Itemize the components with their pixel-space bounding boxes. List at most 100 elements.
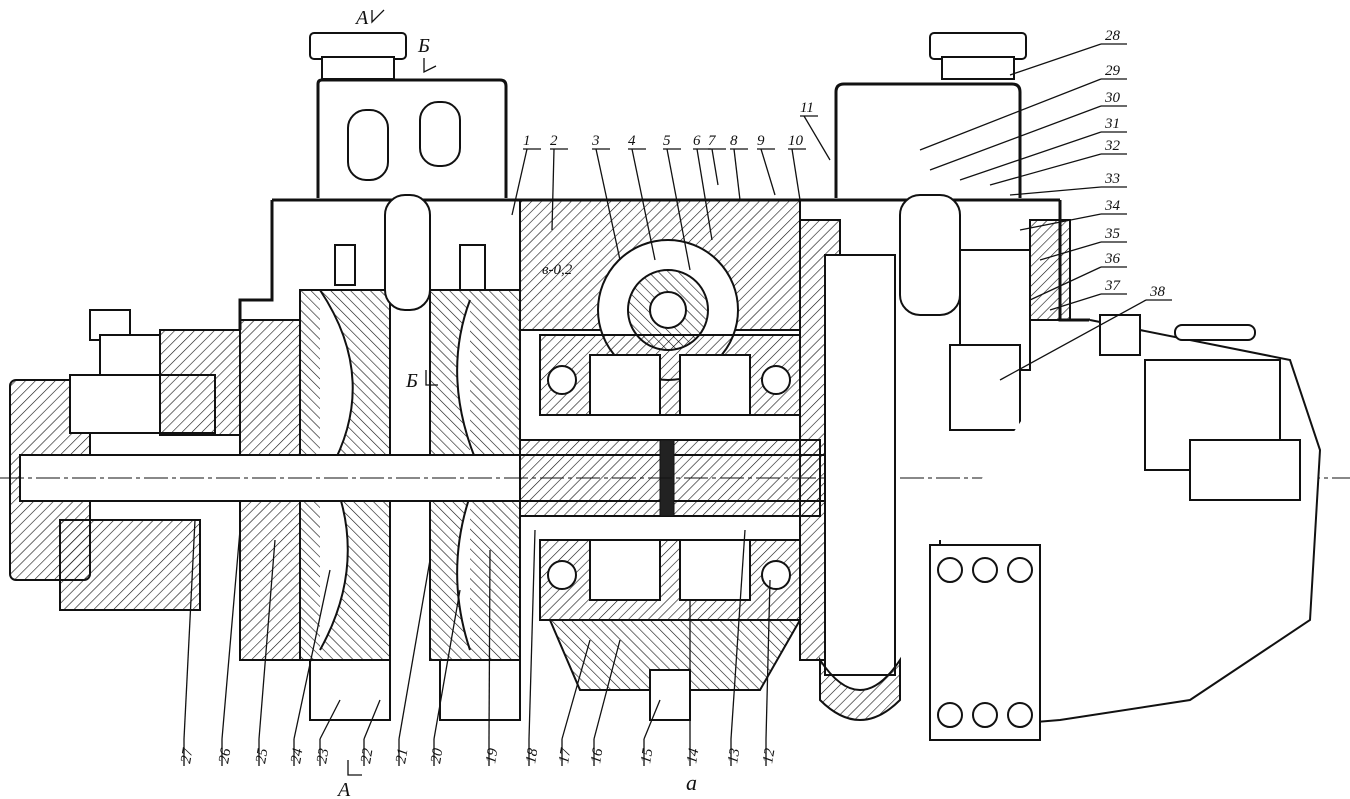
svg-text:Б: Б	[405, 370, 418, 392]
callout-19: 19	[483, 549, 502, 766]
main-shaft	[0, 439, 1350, 517]
callout-label-15: 15	[638, 747, 656, 765]
callout-label-22: 22	[358, 747, 376, 765]
callout-label-34: 34	[1104, 198, 1121, 214]
callout-leader-24	[293, 569, 331, 740]
callout-13: 13	[725, 529, 746, 766]
callout-label-30: 30	[1104, 90, 1121, 106]
callout-label-27: 27	[178, 746, 197, 765]
callout-label-21: 21	[393, 747, 411, 765]
callout-26: 26	[216, 529, 241, 766]
callout-leader-9	[760, 148, 776, 196]
callout-21: 21	[393, 559, 431, 766]
callout-4: 4	[628, 133, 656, 261]
section-mark-bottom-a: А	[336, 760, 362, 799]
callout-23: 23	[314, 699, 341, 766]
callout-leader-15	[643, 699, 661, 740]
callout-33: 33	[1009, 171, 1127, 196]
right-top-cover	[834, 32, 1027, 198]
output-housing	[929, 314, 1322, 741]
callout-7: 7	[708, 133, 726, 186]
svg-text:А: А	[354, 7, 369, 29]
callout-label-13: 13	[725, 747, 743, 765]
callout-label-1: 1	[523, 133, 531, 149]
callout-label-2: 2	[550, 133, 558, 149]
callout-15: 15	[638, 699, 661, 766]
callout-leader-28	[1009, 43, 1102, 76]
callout-leader-11	[803, 115, 831, 161]
callout-leader-26	[221, 529, 241, 740]
callout-label-31: 31	[1104, 116, 1120, 132]
callout-label-3: 3	[591, 133, 600, 149]
right-shift-assembly	[799, 194, 1071, 721]
callout-30: 30	[929, 90, 1127, 171]
callout-10: 10	[788, 133, 806, 201]
callout-leader-34	[1019, 213, 1102, 231]
callout-label-25: 25	[253, 747, 271, 765]
callout-24: 24	[288, 569, 331, 766]
callout-12: 12	[760, 579, 779, 766]
callout-5: 5	[663, 133, 691, 271]
callout-leader-29	[919, 78, 1102, 151]
callout-16: 16	[588, 639, 621, 766]
callout-label-37: 37	[1104, 278, 1122, 294]
callout-label-14: 14	[684, 747, 702, 765]
callout-label-4: 4	[628, 133, 636, 149]
callout-label-23: 23	[314, 747, 332, 765]
callout-leader-25	[258, 539, 276, 740]
callout-leader-5	[666, 148, 691, 271]
callout-label-11: 11	[800, 100, 814, 116]
callout-27: 27	[178, 519, 197, 766]
callout-31: 31	[959, 116, 1127, 181]
callout-leader-33	[1009, 186, 1102, 196]
callout-18: 18	[523, 529, 542, 766]
callout-leader-30	[929, 105, 1102, 171]
callout-label-19: 19	[483, 747, 501, 765]
callout-label-10: 10	[788, 133, 804, 149]
callout-label-35: 35	[1104, 226, 1121, 242]
callout-label-17: 17	[556, 746, 575, 765]
callout-label-16: 16	[588, 747, 606, 765]
callout-leader-10	[791, 148, 801, 201]
callout-leader-6	[696, 148, 713, 241]
callout-leader-22	[363, 699, 381, 740]
callout-leader-2	[551, 148, 555, 231]
section-mark-top-b: Б	[417, 35, 437, 74]
callout-leader-17	[561, 639, 591, 740]
dimension-note: в-0,2	[542, 262, 573, 278]
callout-leader-8	[733, 148, 741, 201]
callout-label-33: 33	[1104, 171, 1120, 187]
callout-label-5: 5	[663, 133, 671, 149]
callout-34: 34	[1019, 198, 1127, 231]
callout-label-38: 38	[1149, 284, 1166, 300]
callout-leader-13	[730, 529, 746, 740]
callout-37: 37	[1049, 278, 1127, 311]
callout-20: 20	[428, 589, 461, 766]
callout-leader-4	[631, 148, 656, 261]
callout-32: 32	[989, 138, 1127, 186]
callout-14: 14	[684, 600, 703, 766]
callout-leader-19	[488, 549, 491, 740]
callout-label-9: 9	[757, 133, 765, 149]
callout-35: 35	[1039, 226, 1127, 261]
callout-leader-23	[319, 699, 341, 740]
svg-text:А: А	[336, 779, 351, 799]
callout-2: 2	[550, 133, 568, 231]
callout-11: 11	[800, 100, 831, 161]
callout-36: 36	[1029, 251, 1127, 301]
svg-text:Б: Б	[417, 35, 430, 57]
callout-leader-21	[398, 559, 431, 740]
callout-leader-1	[511, 148, 528, 216]
callout-38: 38	[999, 284, 1172, 381]
section-mark-top-a: А	[354, 7, 385, 29]
callout-leader-3	[595, 148, 621, 261]
callout-label-32: 32	[1104, 138, 1121, 154]
callout-leader-32	[989, 153, 1102, 186]
callout-label-20: 20	[428, 747, 446, 765]
central-gear-housing	[519, 199, 802, 721]
callout-1: 1	[511, 133, 541, 216]
